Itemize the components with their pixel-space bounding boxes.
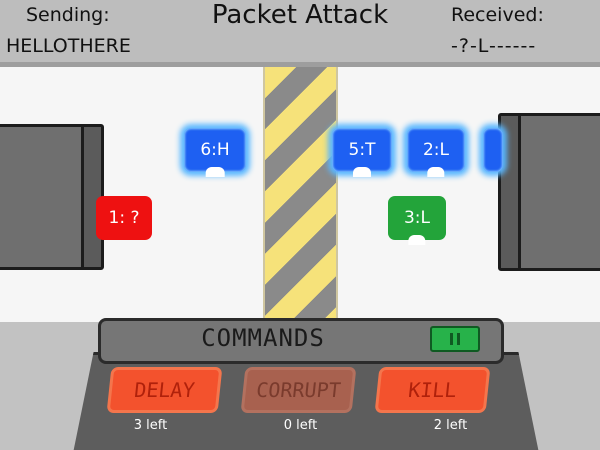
packet-3-delivered[interactable]: 3:L — [388, 196, 446, 240]
packet-1-corrupted[interactable]: 1: ? — [96, 196, 152, 240]
pause-icon — [450, 333, 453, 345]
received-message: -?-L------ — [451, 35, 537, 57]
packet-5[interactable]: 5:T — [332, 128, 392, 172]
hazard-pillar — [263, 67, 338, 327]
header-bar — [0, 0, 600, 66]
received-label: Received: — [451, 4, 544, 26]
sender-terminal-door — [0, 127, 84, 267]
packet-6[interactable]: 6:H — [184, 128, 246, 172]
delay-button[interactable]: DELAY — [109, 370, 220, 410]
sender-terminal — [0, 124, 104, 270]
commands-title: COMMANDS — [201, 324, 325, 352]
kill-button[interactable]: KILL — [377, 370, 488, 410]
pause-icon-bar — [457, 333, 460, 345]
corrupt-remaining: 0 left — [283, 418, 318, 433]
game-title: Packet Attack — [211, 0, 389, 30]
receiver-terminal — [498, 113, 600, 271]
packet-2[interactable]: 2:L — [407, 128, 465, 172]
kill-remaining: 2 left — [433, 418, 468, 433]
header-bar-edge — [0, 62, 600, 67]
packet-partial[interactable] — [483, 128, 503, 172]
pause-button[interactable] — [430, 326, 480, 352]
delay-remaining: 3 left — [133, 418, 168, 433]
receiver-terminal-door — [518, 116, 600, 268]
corrupt-button[interactable]: CORRUPT — [243, 370, 354, 410]
sending-label: Sending: — [26, 4, 110, 26]
sending-message: HELLOTHERE — [6, 35, 131, 57]
